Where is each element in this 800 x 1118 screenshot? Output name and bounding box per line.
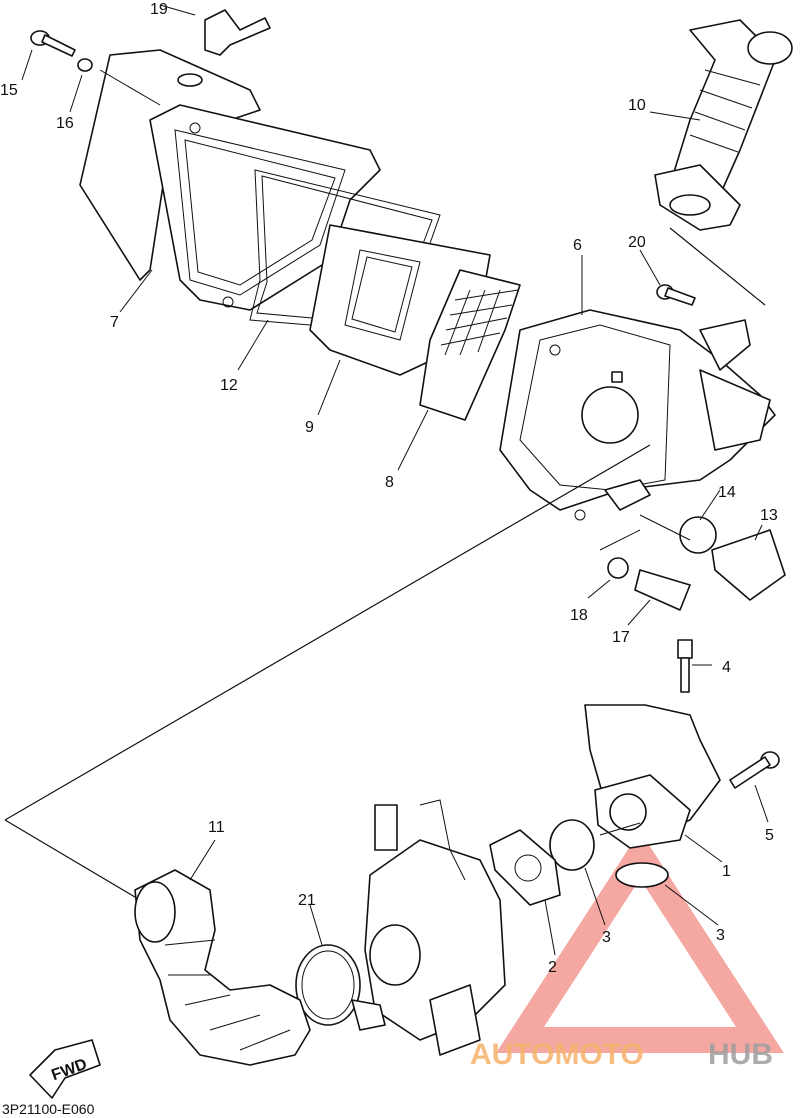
part-17-plug <box>634 569 691 611</box>
part-6-airbox <box>499 309 776 521</box>
label-20: 20 <box>628 234 646 251</box>
part-10-intake-duct <box>654 19 793 231</box>
carburetor <box>364 799 506 1056</box>
part-3-o-ring-b <box>615 862 669 888</box>
label-3a: 3 <box>602 929 611 946</box>
part-21-clamp <box>295 944 386 1031</box>
watermark-text: AUTOMOTO HUB <box>470 1038 773 1071</box>
part-18-clip <box>607 557 629 579</box>
label-1: 1 <box>722 863 731 880</box>
label-4: 4 <box>722 659 731 676</box>
label-15: 15 <box>0 82 18 99</box>
label-3b: 3 <box>716 927 725 944</box>
label-5: 5 <box>765 827 774 844</box>
watermark-text-a: AUTOMOTO <box>470 1038 644 1071</box>
part-8-screen <box>419 269 521 421</box>
part-labels: 1 2 3 3 4 5 6 7 8 9 10 11 12 13 14 15 16… <box>0 1 778 976</box>
part-20-bolt <box>656 284 696 306</box>
label-14: 14 <box>718 484 736 501</box>
part-11-hose <box>134 869 311 1066</box>
label-19: 19 <box>150 1 168 18</box>
label-9: 9 <box>305 419 314 436</box>
leader-lines <box>21 49 769 956</box>
part-19-breather-hose <box>177 9 271 87</box>
label-6: 6 <box>573 237 582 254</box>
part-14-clip <box>679 516 717 554</box>
label-18: 18 <box>570 607 588 624</box>
part-15-screw <box>30 30 76 57</box>
label-12: 12 <box>220 377 238 394</box>
part-16-washer <box>77 58 93 72</box>
part-7-cover <box>79 49 381 311</box>
part-3-o-ring-a <box>549 819 595 871</box>
part-5-bolt <box>729 751 780 789</box>
part-1-joint <box>584 704 721 849</box>
label-2: 2 <box>548 959 557 976</box>
part-4-bolt <box>677 639 693 693</box>
label-17: 17 <box>612 629 630 646</box>
watermark-logo <box>496 831 784 1053</box>
label-7: 7 <box>110 314 119 331</box>
part-2-insulator <box>489 829 561 906</box>
label-13: 13 <box>760 507 778 524</box>
label-8: 8 <box>385 474 394 491</box>
label-11: 11 <box>208 819 225 836</box>
label-21: 21 <box>298 892 316 909</box>
label-10: 10 <box>628 97 646 114</box>
fwd-arrow: FWD <box>29 1039 101 1099</box>
diagram-code: 3P21100-E060 <box>2 1101 95 1117</box>
label-16: 16 <box>56 115 74 132</box>
part-13-drain-cap <box>711 529 786 601</box>
watermark-text-b: HUB <box>708 1038 773 1071</box>
